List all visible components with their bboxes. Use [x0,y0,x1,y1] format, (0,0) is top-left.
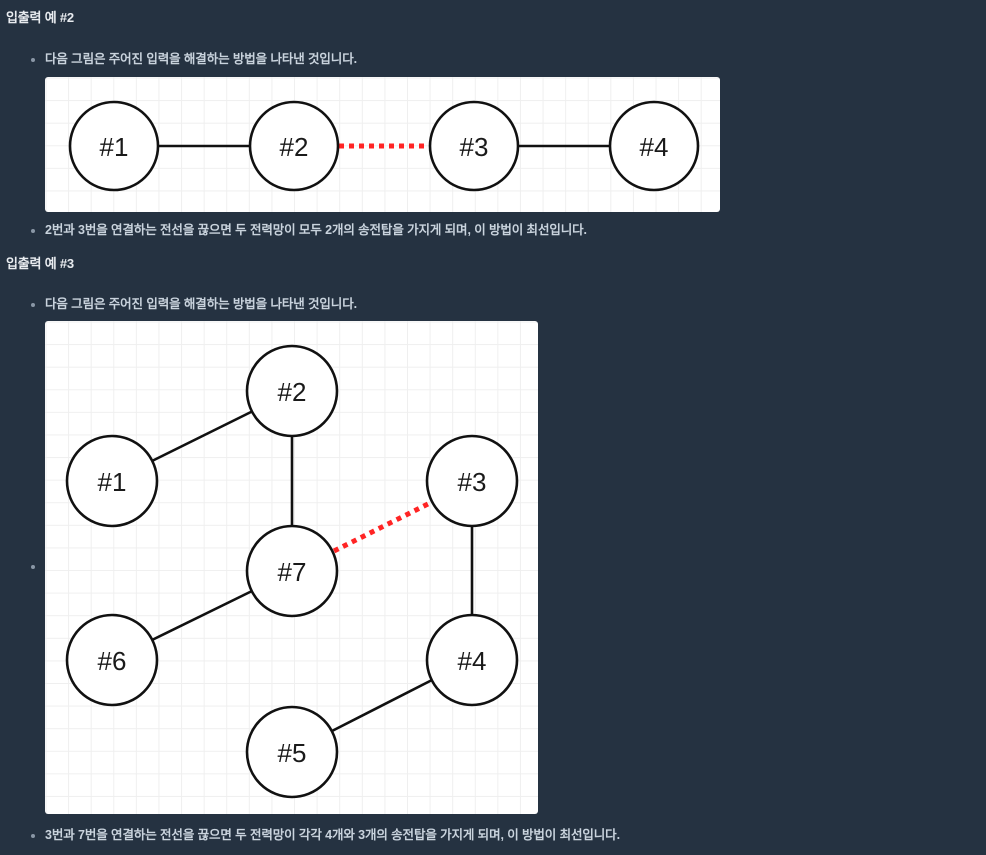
node-label: #1 [98,467,127,497]
list-item: 다음 그림은 주어진 입력을 해결하는 방법을 나타낸 것입니다. [0,294,357,315]
intro-text-example-3: 다음 그림은 주어진 입력을 해결하는 방법을 나타낸 것입니다. [45,297,357,311]
list-item: 2번과 3번을 연결하는 전선을 끊으면 두 전력망이 모두 2개의 송전탑을 … [0,220,587,241]
section-heading-example-2: 입출력 예 #2 [6,10,74,25]
node-label: #3 [458,467,487,497]
node-2: #2 [245,344,339,438]
list-item: 다음 그림은 주어진 입력을 해결하는 방법을 나타낸 것입니다. [0,49,357,70]
figure-network-graph-example-3: #1 #2 #3 #4 #5 [45,321,538,814]
edge-4-5 [331,678,433,733]
intro-bullet-list-example-2: 다음 그림은 주어진 입력을 해결하는 방법을 나타낸 것입니다. [0,49,357,70]
edge-group [151,409,474,733]
node-5: #5 [245,705,339,799]
list-item: 3번과 7번을 연결하는 전선을 끊으면 두 전력망이 각각 4개와 3개의 송… [0,825,620,846]
node-label: #7 [278,557,307,587]
node-1: #1 [68,100,160,192]
node-1: #1 [65,434,159,528]
node-label: #4 [640,132,669,162]
node-label: #3 [460,132,489,162]
edge-7-3-cut [332,499,434,554]
figure-network-graph-example-2: #1 #2 #3 #4 [45,77,720,212]
node-label: #5 [278,738,307,768]
conclusion-bullet-list-example-2: 2번과 3번을 연결하는 전선을 끊으면 두 전력망이 모두 2개의 송전탑을 … [0,220,587,241]
edge-1-2 [151,409,254,463]
graph-svg-example-2: #1 #2 #3 #4 [68,100,700,192]
conclusion-text-example-3: 3번과 7번을 연결하는 전선을 끊으면 두 전력망이 각각 4개와 3개의 송… [45,828,620,842]
node-label: #1 [100,132,129,162]
figure-list-bullet-marker [31,565,35,569]
node-3: #3 [428,100,520,192]
node-group: #1 #2 #3 #4 [68,100,700,192]
graph-svg-example-3: #1 #2 #3 #4 #5 [65,344,519,799]
node-2: #2 [248,100,340,192]
node-label: #2 [280,132,309,162]
node-label: #6 [98,646,127,676]
node-4: #4 [608,100,700,192]
node-6: #6 [65,613,159,707]
intro-text-example-2: 다음 그림은 주어진 입력을 해결하는 방법을 나타낸 것입니다. [45,52,357,66]
node-group: #1 #2 #3 #4 #5 [65,344,519,799]
conclusion-bullet-list-example-3: 3번과 7번을 연결하는 전선을 끊으면 두 전력망이 각각 4개와 3개의 송… [0,825,620,846]
edge-7-6 [151,589,253,642]
node-4: #4 [425,613,519,707]
node-label: #4 [458,646,487,676]
section-heading-example-3: 입출력 예 #3 [6,256,74,271]
node-7: #7 [245,524,339,618]
node-label: #2 [278,377,307,407]
node-3: #3 [425,434,519,528]
intro-bullet-list-example-3: 다음 그림은 주어진 입력을 해결하는 방법을 나타낸 것입니다. [0,294,357,315]
conclusion-text-example-2: 2번과 3번을 연결하는 전선을 끊으면 두 전력망이 모두 2개의 송전탑을 … [45,223,587,237]
